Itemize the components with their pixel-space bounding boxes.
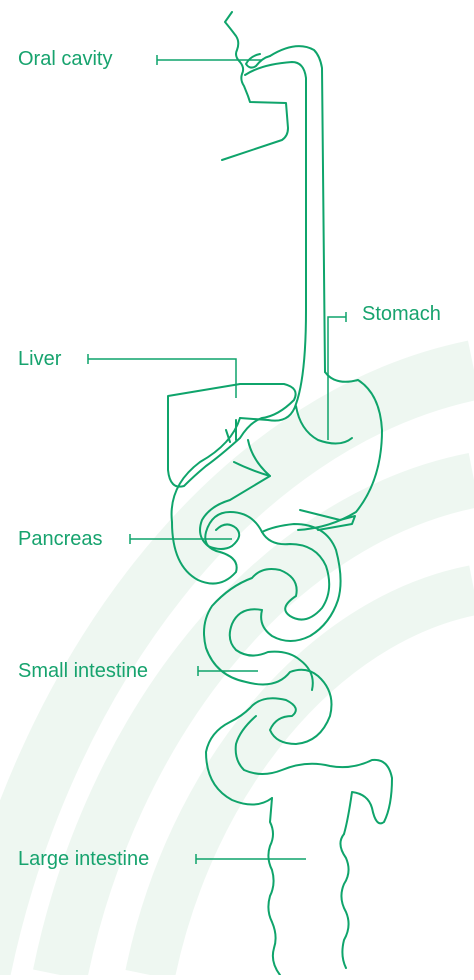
label-liver: Liver — [18, 347, 61, 371]
label-pancreas: Pancreas — [18, 527, 103, 551]
esophagus-left-wall — [270, 46, 325, 372]
face-profile — [222, 12, 288, 160]
label-large-intestine: Large intestine — [18, 847, 149, 871]
label-oral-cavity: Oral cavity — [18, 47, 112, 71]
esophagus-right-wall — [240, 62, 306, 421]
label-stomach: Stomach — [362, 302, 441, 326]
label-small-intestine: Small intestine — [18, 659, 148, 683]
large-intestine-outline — [268, 798, 348, 975]
leader-liver — [88, 354, 236, 398]
